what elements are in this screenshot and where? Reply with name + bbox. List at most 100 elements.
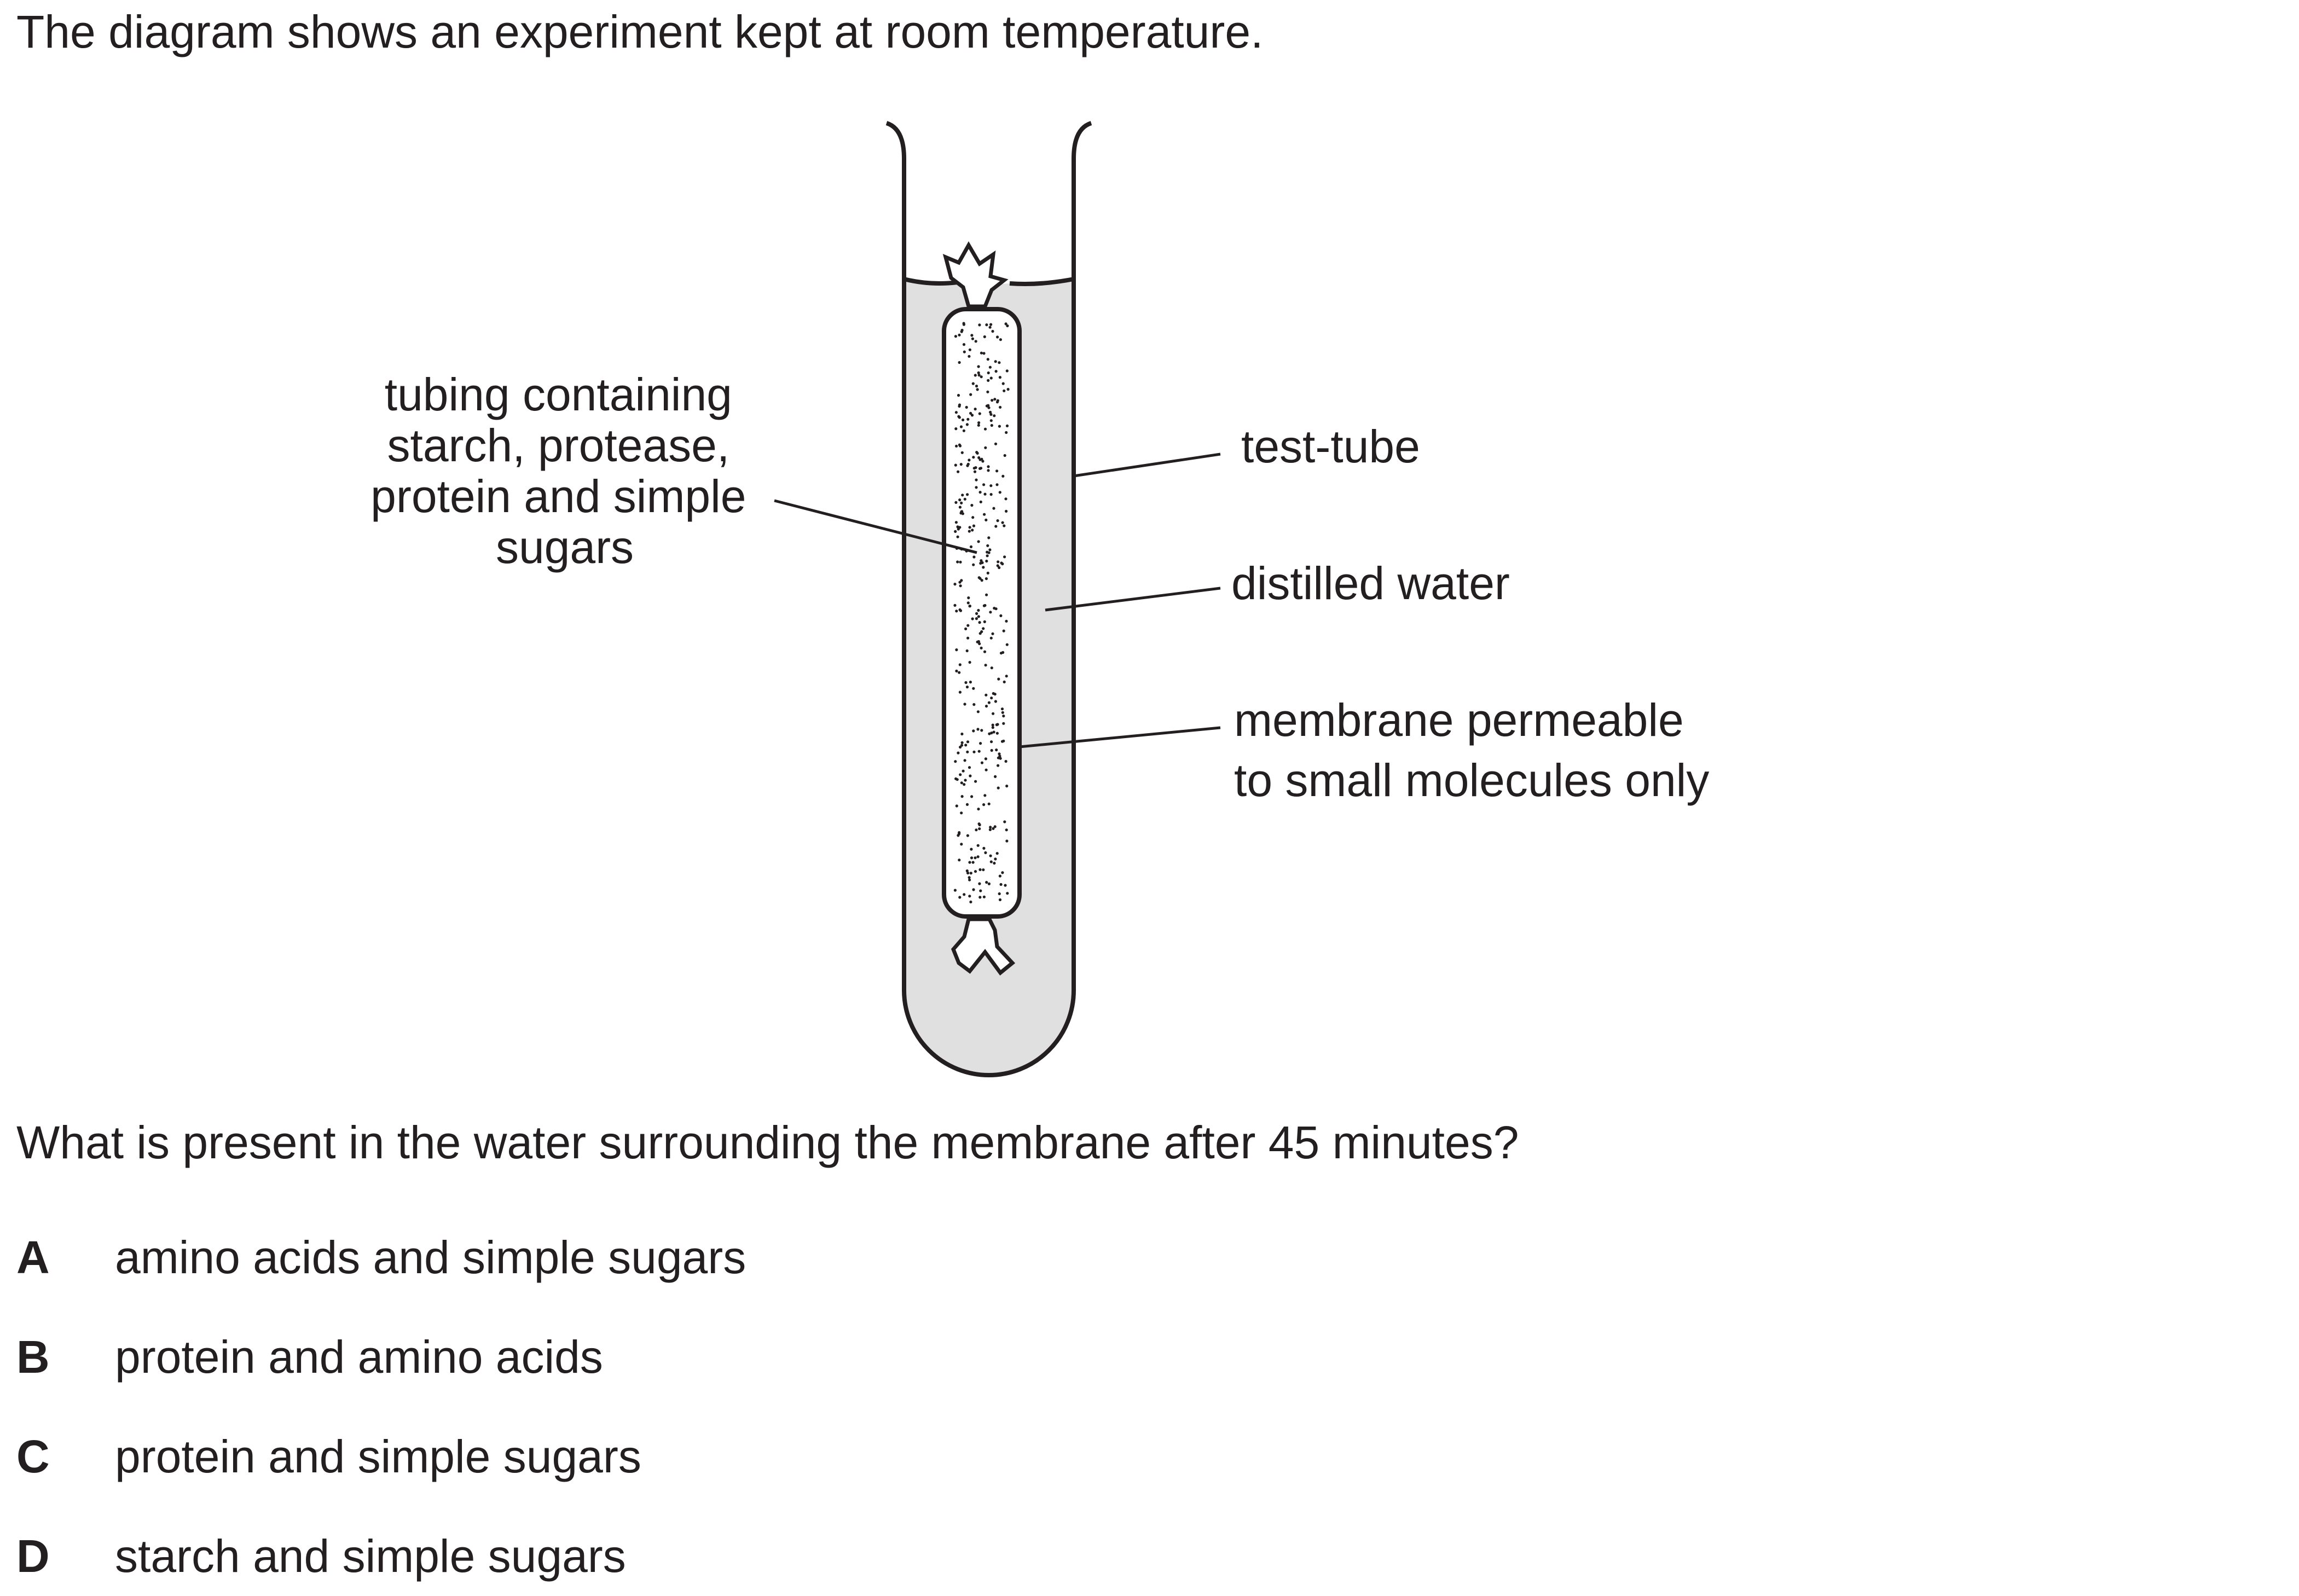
stipple-dot — [955, 778, 959, 781]
stipple-dot — [958, 526, 962, 529]
stipple-dot — [961, 494, 964, 497]
stipple-dot — [995, 852, 999, 855]
stipple-dot — [998, 874, 1001, 878]
stipple-dot — [995, 732, 999, 735]
stipple-dot — [976, 855, 980, 858]
experiment-diagram: tubing containing starch, protease, prot… — [370, 121, 1709, 1077]
stipple-dot — [997, 560, 1000, 564]
stipple-dot — [987, 536, 991, 539]
stipple-dot — [982, 566, 985, 569]
stipple-dot — [1005, 675, 1008, 678]
stipple-dot — [953, 583, 957, 586]
stipple-dot — [958, 671, 961, 674]
stipple-dot — [978, 412, 981, 415]
stipple-dot — [982, 483, 986, 486]
stipple-dot — [989, 860, 993, 863]
label-distilled-water: distilled water — [1231, 558, 1510, 609]
stipple-dot — [962, 323, 965, 326]
stipple-dot — [971, 516, 975, 519]
stipple-dot — [994, 370, 998, 373]
stipple-dot — [954, 335, 957, 338]
stipple-dot — [995, 483, 999, 486]
stipple-dot — [969, 681, 972, 684]
stipple-dot — [966, 872, 970, 875]
label-membrane: membrane permeable to small molecules on… — [1234, 694, 1709, 806]
stipple-dot — [992, 712, 995, 715]
stipple-dot — [968, 605, 971, 608]
stipple-dot — [998, 376, 1001, 379]
stipple-dot — [970, 334, 974, 337]
stipple-dot — [993, 825, 997, 828]
stipple-dot — [982, 846, 986, 850]
stipple-dot — [1004, 759, 1007, 763]
stipple-dot — [968, 530, 971, 533]
stipple-dot — [987, 882, 991, 885]
stipple-dot — [982, 604, 986, 607]
stipple-dot — [990, 697, 993, 700]
stipple-dot — [974, 856, 977, 860]
stipple-dot — [963, 783, 966, 786]
stipple-dot — [989, 854, 992, 857]
stipple-dot — [998, 566, 1001, 570]
stipple-dot — [975, 612, 978, 615]
stipple-dot — [995, 469, 999, 473]
stipple-dot — [990, 740, 993, 744]
option-letter: B — [16, 1331, 50, 1383]
stipple-dot — [985, 593, 988, 596]
stipple-dot — [986, 554, 989, 558]
stipple-dot — [974, 870, 977, 873]
stipple-dot — [989, 484, 993, 487]
stipple-dot — [969, 774, 972, 777]
stipple-dot — [988, 732, 991, 735]
stipple-dot — [975, 617, 978, 620]
stipple-dot — [992, 507, 995, 510]
stipple-dot — [980, 579, 983, 582]
stipple-dot — [969, 411, 972, 415]
stipple-dot — [1001, 871, 1004, 874]
stipple-dot — [982, 352, 986, 355]
question-text: What is present in the water surrounding… — [16, 1117, 1519, 1168]
stipple-dot — [963, 703, 966, 706]
stipple-dot — [999, 338, 1002, 341]
stipple-dot — [968, 348, 971, 351]
stipple-dot — [1000, 561, 1003, 565]
stipple-dot — [958, 608, 962, 612]
stipple-dot — [984, 757, 987, 761]
stipple-dot — [972, 467, 976, 470]
stipple-dot — [960, 451, 964, 454]
label-test-tube: test-tube — [1241, 421, 1420, 472]
stipple-dot — [979, 500, 982, 504]
stipple-dot — [955, 648, 958, 652]
stipple-dot — [1006, 892, 1009, 895]
stipple-dot — [994, 442, 998, 445]
option-letter: C — [16, 1431, 50, 1482]
stipple-dot — [986, 390, 989, 393]
bottom-knot — [951, 917, 1016, 976]
stipple-dot — [971, 617, 974, 620]
stipple-dot — [976, 844, 980, 847]
stipple-dot — [987, 404, 990, 407]
stipple-dot — [998, 425, 1001, 428]
stipple-dot — [969, 393, 972, 396]
stipple-dot — [986, 544, 989, 547]
stipple-dot — [978, 467, 982, 471]
stipple-dot — [990, 732, 993, 735]
stipple-dot — [992, 692, 995, 695]
stipple-dot — [964, 681, 968, 684]
stipple-dot — [960, 781, 963, 785]
stipple-dot — [1001, 521, 1004, 524]
stipple-dot — [958, 663, 962, 666]
stipple-dot — [974, 374, 977, 377]
stipple-dot — [993, 414, 996, 417]
stipple-dot — [987, 802, 991, 805]
stipple-dot — [953, 889, 957, 892]
stipple-dot — [958, 506, 962, 509]
stipple-dot — [997, 677, 1000, 681]
stipple-dot — [954, 463, 957, 467]
stipple-dot — [1006, 387, 1010, 391]
stipple-dot — [988, 548, 992, 552]
